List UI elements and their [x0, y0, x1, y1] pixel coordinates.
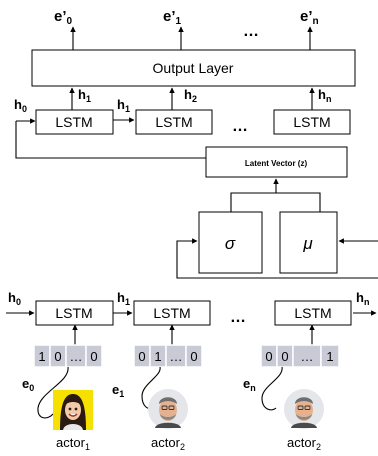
- latent-connectors: [230, 178, 321, 212]
- encoder-hidden-label-1: h1: [117, 290, 130, 307]
- decoder-hidden-label-1a: h1: [78, 87, 91, 104]
- output-label-1: e’1: [163, 8, 182, 27]
- actor-avatar-2a: [148, 389, 188, 429]
- decoder-lstm-label-0: LSTM: [55, 114, 92, 130]
- mu-box: [279, 211, 338, 274]
- embedding-label-0: e0: [22, 376, 34, 393]
- actor-avatar-1: [53, 390, 93, 430]
- one-hot-1-cell-2: …: [170, 349, 183, 364]
- decoder-hidden-label-1b: h1: [117, 97, 130, 114]
- one-hot-0-cell-3: 0: [90, 349, 97, 364]
- latent-vector-box: [205, 146, 348, 178]
- output-ellipsis: …: [243, 23, 259, 40]
- one-hot-n-cell-3: 1: [326, 349, 333, 364]
- decoder-lstm-cell-1: [135, 109, 213, 135]
- one-hot-vector-n: 0 0 … 1: [260, 344, 340, 368]
- encoder-hidden-label-n: hn: [356, 290, 369, 307]
- output-label-0: e’0: [54, 8, 73, 27]
- encoder-hidden-labels: h0 h1 hn: [8, 290, 369, 307]
- encoder-hidden-label-0: h0: [8, 290, 21, 307]
- decoder-ellipsis: …: [232, 118, 248, 135]
- decoder-hidden-label-n: hn: [318, 87, 331, 104]
- decoder-hidden-label-2: h2: [184, 87, 197, 104]
- one-hot-vector-0: 1 0 … 0: [33, 344, 103, 368]
- actor-label-1: actor1: [56, 435, 90, 452]
- one-hot-1-cell-0: 0: [138, 349, 145, 364]
- output-arrows: [70, 26, 313, 50]
- one-hot-0-cell-1: 0: [54, 349, 61, 364]
- one-hot-0-cell-0: 1: [38, 349, 45, 364]
- output-layer-box: [31, 49, 356, 87]
- decoder-hidden-label-0: h0: [14, 97, 27, 114]
- encoder-lstm-cell-1: [133, 300, 211, 326]
- output-labels: e’0 e’1 … e’n: [54, 8, 319, 40]
- one-hot-1-cell-1: 1: [154, 349, 161, 364]
- actor-label-2a: actor2: [151, 435, 185, 452]
- decoder-lstm-cell-n: [273, 109, 351, 135]
- encoder-lstm-label-n: LSTM: [294, 305, 331, 321]
- one-hot-0-cell-2: …: [70, 349, 83, 364]
- one-hot-n-cell-1: 0: [281, 349, 288, 364]
- one-hot-1-cell-3: 0: [190, 349, 197, 364]
- decoder-hidden-labels: h0 h1 h1 h2 hn: [14, 87, 331, 114]
- encoder-arrows: [6, 310, 377, 345]
- one-hot-n-cell-2: …: [301, 349, 314, 364]
- mu-label: μ: [302, 234, 313, 253]
- decoder-lstm-label-n: LSTM: [293, 114, 330, 130]
- sigma-box: [198, 211, 263, 274]
- embedding-label-n: en: [243, 376, 256, 393]
- encoder-lstm-cell-0: [35, 300, 114, 326]
- encoder-to-distribution: [176, 238, 378, 279]
- actor-label-2b: actor2: [287, 435, 321, 452]
- encoder-ellipsis: …: [230, 309, 246, 326]
- one-hot-n-cell-0: 0: [265, 349, 272, 364]
- decoder-lstm-cell-0: [35, 109, 114, 135]
- latent-vector-label: Latent Vector (z): [245, 159, 308, 168]
- encoder-lstm-cell-n: [274, 300, 352, 326]
- decoder-lstm-label-1: LSTM: [155, 114, 192, 130]
- actor-avatar-2b: [284, 389, 324, 429]
- output-label-n: e’n: [300, 8, 319, 27]
- sigma-label: σ: [225, 234, 236, 253]
- encoder-lstm-label-0: LSTM: [55, 305, 92, 321]
- encoder-lstm-label-1: LSTM: [153, 305, 190, 321]
- embedding-label-1: e1: [112, 382, 124, 399]
- decoder-arrows: [15, 87, 315, 159]
- output-layer-label: Output Layer: [153, 60, 234, 76]
- one-hot-vector-1: 0 1 … 0: [133, 344, 203, 368]
